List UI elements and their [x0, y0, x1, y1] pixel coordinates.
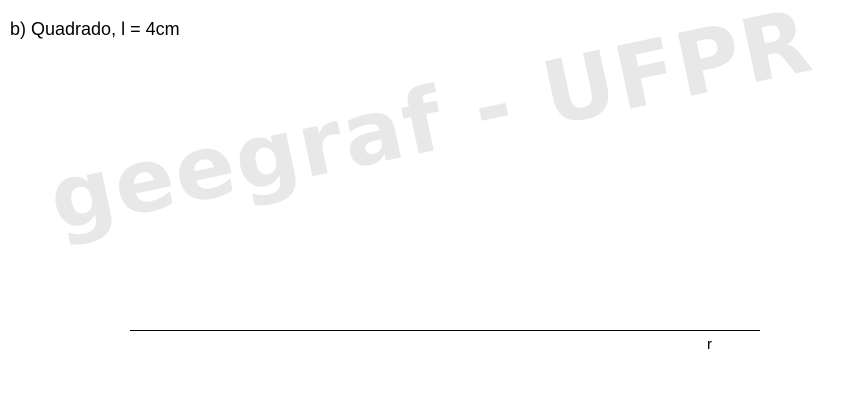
reference-line-r — [130, 330, 760, 331]
exercise-title: b) Quadrado, l = 4cm — [10, 19, 180, 39]
line-label-r: r — [707, 336, 712, 353]
